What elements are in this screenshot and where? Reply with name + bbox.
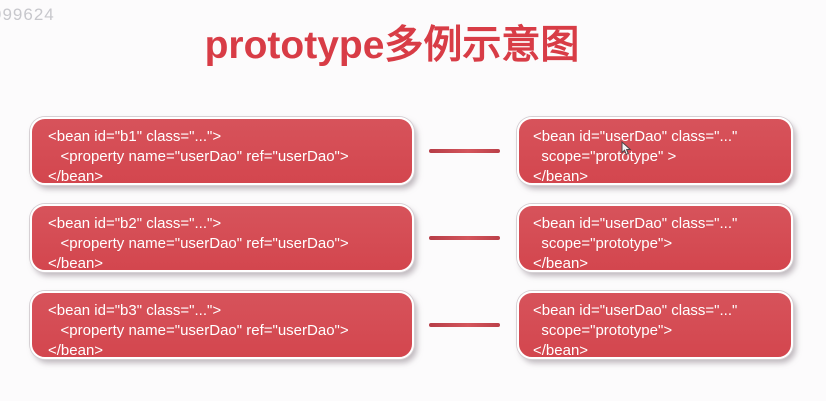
bean-box-b3: <bean id="b3" class="..."> <property nam… bbox=[30, 291, 414, 359]
code-line: </bean> bbox=[533, 168, 589, 185]
code-line: </bean> bbox=[48, 255, 104, 272]
bean-box-userdao-2: <bean id="userDao" class="..." scope="pr… bbox=[517, 204, 793, 272]
code-line: scope="prototype"> bbox=[533, 235, 673, 252]
code-line: <bean id="userDao" class="..." bbox=[533, 302, 738, 319]
bean-box-b2: <bean id="b2" class="..."> <property nam… bbox=[30, 204, 414, 272]
code-line: </bean> bbox=[533, 255, 589, 272]
code-line: scope="prototype" > bbox=[533, 148, 677, 165]
connector-line bbox=[429, 236, 500, 240]
code-line: </bean> bbox=[48, 342, 104, 359]
code-line: <bean id="b2" class="..."> bbox=[48, 215, 222, 232]
code-line: <property name="userDao" ref="userDao"> bbox=[48, 322, 349, 339]
code-line: </bean> bbox=[48, 168, 104, 185]
code-line: <bean id="b1" class="..."> bbox=[48, 128, 222, 145]
code-line: <property name="userDao" ref="userDao"> bbox=[48, 148, 349, 165]
code-line: scope="prototype"> bbox=[533, 322, 673, 339]
bean-box-b1: <bean id="b1" class="..."> <property nam… bbox=[30, 117, 414, 185]
code-line: </bean> bbox=[533, 342, 589, 359]
page-title: prototype多例示意图 bbox=[204, 24, 580, 67]
bean-box-userdao-3: <bean id="userDao" class="..." scope="pr… bbox=[517, 291, 793, 359]
code-line: <property name="userDao" ref="userDao"> bbox=[48, 235, 349, 252]
code-line: <bean id="userDao" class="..." bbox=[533, 215, 738, 232]
connector-line bbox=[429, 323, 500, 327]
code-line: <bean id="b3" class="..."> bbox=[48, 302, 222, 319]
watermark: 999624 bbox=[0, 5, 55, 24]
bean-box-userdao-1: <bean id="userDao" class="..." scope="pr… bbox=[517, 117, 793, 185]
connector-line bbox=[429, 149, 500, 153]
code-line: <bean id="userDao" class="..." bbox=[533, 128, 738, 145]
